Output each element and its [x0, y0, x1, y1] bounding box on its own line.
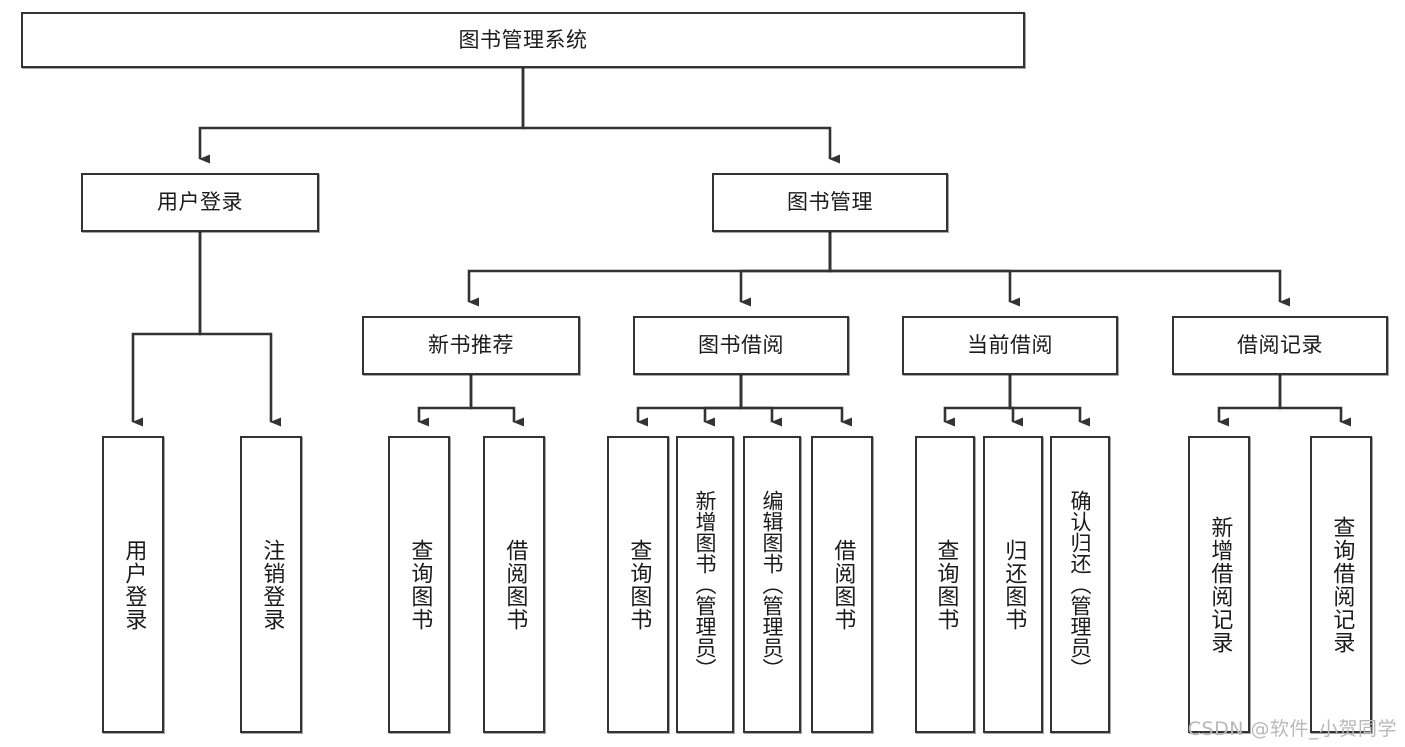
edge-user-login-to-leaf-logout	[198, 232, 281, 427]
node-label-leaf-return-book: 归还图书	[1001, 538, 1027, 631]
node-current-borrow[interactable]: 当前借阅	[902, 316, 1118, 375]
node-leaf-return-book[interactable]: 归还图书	[983, 436, 1043, 733]
edge-root-to-user-login	[198, 68, 525, 164]
edge-current-borrow-to-leaf-query-book-cur	[943, 375, 1012, 427]
node-leaf-edit-book[interactable]: 编辑图书（管理员）	[743, 436, 801, 733]
node-label-leaf-borrow-book: 借阅图书	[830, 538, 856, 631]
edge-book-manage-to-book-borrow	[739, 232, 832, 307]
watermark-text: CSDN @软件_小贺同学	[1187, 718, 1397, 740]
node-leaf-user-login[interactable]: 用户登录	[102, 436, 164, 733]
node-book-borrow[interactable]: 图书借阅	[633, 316, 849, 375]
node-root[interactable]: 图书管理系统	[21, 12, 1025, 68]
node-label-leaf-query-book-rec: 查询图书	[407, 538, 433, 631]
node-leaf-logout[interactable]: 注销登录	[240, 436, 302, 733]
edge-root-to-book-manage	[521, 68, 840, 164]
node-label-leaf-query-book-cur: 查询图书	[933, 538, 959, 631]
node-leaf-query-book-rec[interactable]: 查询图书	[388, 436, 450, 733]
edge-borrow-record-to-leaf-query-record	[1278, 375, 1351, 427]
edge-borrow-record-to-leaf-add-record	[1217, 375, 1282, 427]
node-leaf-add-book[interactable]: 新增图书（管理员）	[676, 436, 734, 733]
node-book-manage[interactable]: 图书管理	[712, 173, 948, 232]
edge-current-borrow-to-leaf-return-book	[1008, 375, 1023, 427]
node-leaf-confirm-return[interactable]: 确认归还（管理员）	[1050, 436, 1110, 733]
node-leaf-query-record[interactable]: 查询借阅记录	[1310, 436, 1372, 733]
edge-book-manage-to-current-borrow	[828, 232, 1020, 307]
node-label-leaf-borrow-book-rec: 借阅图书	[502, 538, 528, 631]
edge-book-borrow-to-leaf-add-book	[703, 375, 743, 427]
node-borrow-record[interactable]: 借阅记录	[1172, 316, 1388, 375]
edge-user-login-to-leaf-user-login	[131, 232, 202, 427]
node-label-leaf-confirm-return: 确认归还（管理员）	[1068, 490, 1093, 679]
edge-book-manage-to-new-book-rec	[467, 232, 832, 307]
node-label-leaf-logout: 注销登录	[259, 538, 285, 631]
node-leaf-borrow-book-rec[interactable]: 借阅图书	[483, 436, 545, 733]
node-label-leaf-add-record: 新增借阅记录	[1207, 515, 1233, 654]
edge-book-manage-to-borrow-record	[828, 232, 1290, 307]
edge-book-borrow-to-leaf-query-book-borrow	[636, 375, 743, 427]
edge-new-book-rec-to-leaf-borrow-book-rec	[469, 375, 524, 427]
node-label-borrow-record: 借阅记录	[1237, 333, 1323, 358]
edge-current-borrow-to-leaf-confirm-return	[1008, 375, 1090, 427]
node-leaf-query-book-cur[interactable]: 查询图书	[915, 436, 975, 733]
node-label-leaf-edit-book: 编辑图书（管理员）	[760, 490, 785, 679]
edge-book-borrow-to-leaf-edit-book	[739, 375, 782, 427]
node-label-leaf-user-login: 用户登录	[121, 538, 147, 631]
node-label-leaf-add-book: 新增图书（管理员）	[693, 490, 718, 679]
node-label-leaf-query-record: 查询借阅记录	[1329, 515, 1355, 654]
node-leaf-add-record[interactable]: 新增借阅记录	[1188, 436, 1250, 733]
node-label-current-borrow: 当前借阅	[967, 333, 1053, 358]
edge-book-borrow-to-leaf-borrow-book	[739, 375, 852, 427]
node-label-root: 图书管理系统	[458, 27, 588, 52]
node-leaf-borrow-book[interactable]: 借阅图书	[811, 436, 873, 733]
edge-new-book-rec-to-leaf-query-book-rec	[417, 375, 473, 427]
node-label-user-login: 用户登录	[157, 190, 243, 215]
node-user-login[interactable]: 用户登录	[81, 173, 319, 232]
node-new-book-rec[interactable]: 新书推荐	[362, 316, 580, 375]
node-label-book-borrow: 图书借阅	[698, 333, 784, 358]
node-label-new-book-rec: 新书推荐	[428, 333, 514, 358]
node-label-leaf-query-book-borrow: 查询图书	[626, 538, 652, 631]
node-label-book-manage: 图书管理	[787, 190, 873, 215]
node-leaf-query-book-borrow[interactable]: 查询图书	[607, 436, 669, 733]
